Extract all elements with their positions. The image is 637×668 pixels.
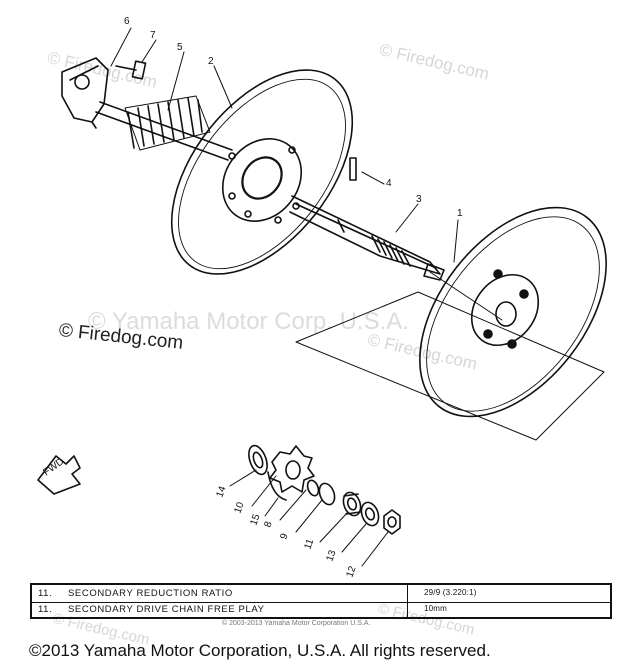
part-10-sprocket	[269, 445, 315, 493]
part-12-nut	[383, 509, 401, 535]
part-6-bracket	[61, 57, 109, 129]
callout-8: 8	[262, 520, 274, 529]
part-4-key	[349, 157, 357, 181]
part-11-collar	[342, 491, 362, 517]
spec-row-label: SECONDARY DRIVE CHAIN FREE PLAY	[68, 604, 265, 615]
callout-7: 7	[150, 30, 156, 41]
callout-14: 14	[214, 484, 228, 499]
spec-row: 11. SECONDARY DRIVE CHAIN FREE PLAY 10mm	[32, 602, 610, 618]
spec-row-number: 11.	[38, 588, 53, 599]
callout-10: 10	[232, 500, 246, 515]
spec-row-label: SECONDARY REDUCTION RATIO	[68, 588, 233, 599]
spec-row-number: 11.	[38, 604, 53, 615]
callout-6: 6	[124, 16, 130, 27]
part-9-washer	[318, 482, 336, 506]
spec-table: 11. SECONDARY REDUCTION RATIO 29/9 (3.22…	[30, 583, 612, 619]
part-13-washer	[360, 501, 380, 527]
part-2-sheave	[170, 69, 354, 275]
leader-lines	[110, 27, 459, 567]
spec-row-value: 29/9 (3.220:1)	[424, 588, 477, 597]
callout-11: 11	[302, 537, 316, 551]
callout-12: 12	[344, 564, 358, 579]
callout-5: 5	[177, 42, 183, 53]
callout-9: 9	[278, 532, 290, 541]
part-14-washer	[248, 444, 268, 476]
part-1-sheave	[419, 206, 607, 418]
assembly-outline	[295, 291, 605, 441]
part-15-circlip	[267, 471, 287, 501]
part-7-bolt	[115, 60, 147, 80]
watermark-yamaha: © Yamaha Motor Corp. U.S.A.	[88, 308, 409, 335]
callout-13: 13	[324, 548, 338, 563]
spec-row-value: 10mm	[424, 604, 448, 613]
part-5-spring	[124, 95, 211, 151]
callout-2: 2	[208, 56, 214, 67]
copyright-notice: ©2013 Yamaha Motor Corporation, U.S.A. A…	[29, 641, 491, 660]
callout-1: 1	[457, 208, 463, 219]
callout-3: 3	[416, 194, 422, 205]
spec-footnote: © 2003-2013 Yamaha Motor Corporation U.S…	[222, 620, 371, 627]
fwd-arrow-label: FWD	[41, 456, 66, 478]
part-8-washer	[306, 479, 320, 497]
spec-row: 11. SECONDARY REDUCTION RATIO 29/9 (3.22…	[32, 586, 610, 603]
spec-table-divider	[407, 585, 408, 617]
shaft-rear-lower	[95, 111, 229, 161]
callout-4: 4	[386, 178, 392, 189]
part-3-shaft	[289, 195, 445, 281]
shaft-rear	[99, 101, 233, 151]
fwd-arrow-icon	[37, 455, 81, 495]
callout-15: 15	[248, 512, 262, 527]
